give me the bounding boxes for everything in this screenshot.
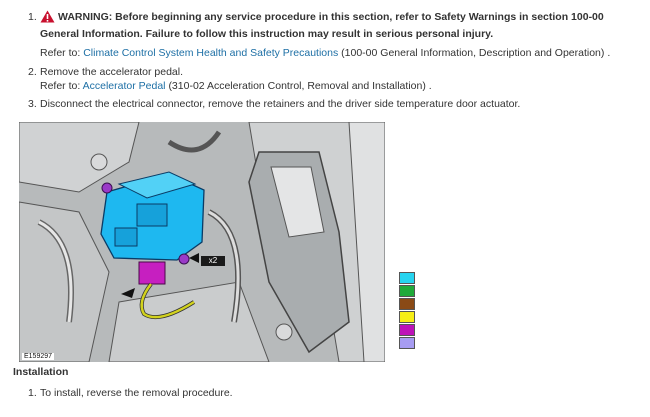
reference-end: .	[428, 80, 432, 92]
step-number: 3.	[28, 98, 37, 110]
legend-swatch-magenta	[399, 324, 415, 336]
step-number: 2.	[28, 66, 37, 78]
warning-triangle-icon	[40, 10, 55, 27]
step-number: 1.	[28, 387, 37, 399]
installation-heading: Installation	[13, 366, 69, 378]
legend-swatch-yellow	[399, 311, 415, 323]
reference-section: (100-00 General Information, Description…	[341, 47, 605, 59]
refer-prefix: Refer to:	[40, 80, 81, 92]
installation-step-1: 1. To install, reverse the removal proce…	[28, 386, 233, 400]
refer-prefix: Refer to:	[40, 47, 81, 59]
step-2: 2. Remove the accelerator pedal. Refer t…	[28, 65, 628, 93]
step-text: Disconnect the electrical connector, rem…	[40, 98, 521, 110]
reference-line: Refer to: Climate Control System Health …	[40, 46, 628, 60]
reference-end: .	[607, 47, 611, 59]
figure-code: E159297	[22, 353, 55, 360]
quantity-callout: x2	[201, 256, 225, 266]
color-legend	[399, 272, 415, 350]
actuator-diagram	[19, 122, 385, 362]
step-text: Remove the accelerator pedal.	[40, 66, 183, 78]
accelerator-pedal-link[interactable]: Accelerator Pedal	[82, 80, 166, 92]
step-1: 1. WARNING: Before beginning any service…	[28, 10, 628, 60]
step-3: 3. Disconnect the electrical connector, …	[28, 97, 628, 111]
warning-block: WARNING: Before beginning any service pr…	[40, 10, 628, 41]
legend-swatch-cyan	[399, 272, 415, 284]
service-illustration: x2 E159297	[19, 122, 385, 362]
reference-section: (310-02 Acceleration Control, Removal an…	[168, 80, 426, 92]
step-number: 1.	[28, 11, 37, 23]
step-text: To install, reverse the removal procedur…	[40, 387, 233, 399]
legend-swatch-lavender	[399, 337, 415, 349]
legend-swatch-brown	[399, 298, 415, 310]
warning-text: WARNING: Before beginning any service pr…	[40, 11, 604, 40]
health-safety-link[interactable]: Climate Control System Health and Safety…	[83, 47, 339, 59]
legend-swatch-green	[399, 285, 415, 297]
